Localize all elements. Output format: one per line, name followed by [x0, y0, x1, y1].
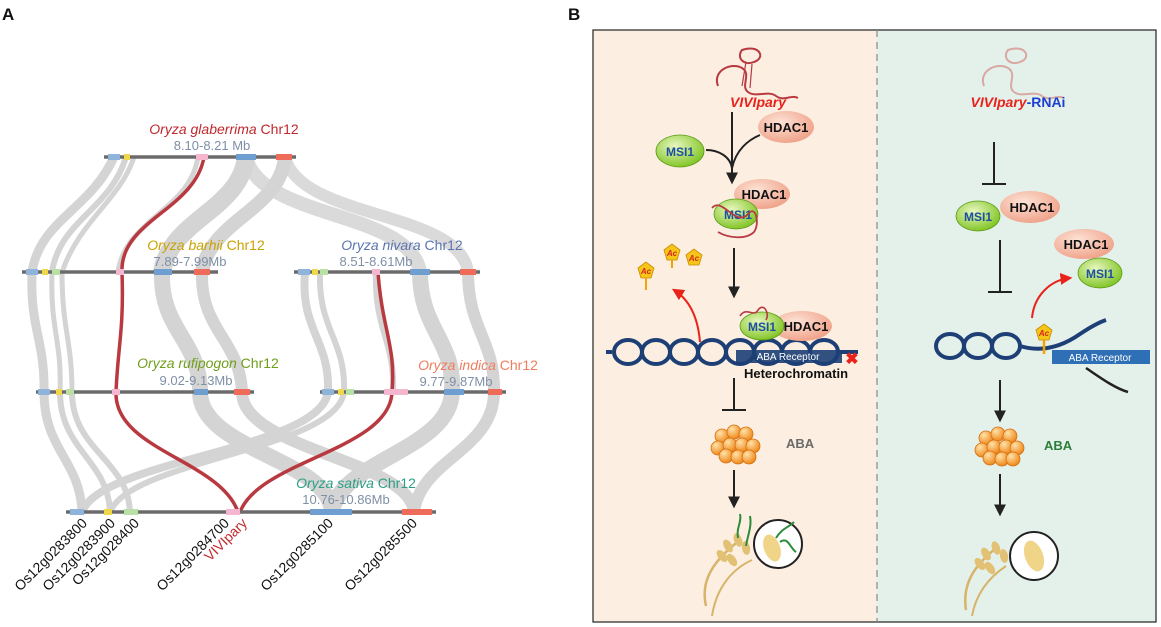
left-panel-bg — [593, 30, 877, 622]
panel-b-label: B — [568, 5, 580, 24]
barthii-range: 7.89-7.99Mb — [154, 254, 227, 269]
gene-labels: Os12g0283800 Os12g0283900 Os12g028400 Os… — [11, 515, 420, 594]
vivipary-synteny-path — [114, 156, 395, 513]
glaberrima-label: Oryza glaberrima Chr12 — [149, 121, 299, 137]
nivara-label: Oryza nivara Chr12 — [341, 237, 463, 253]
hdac1-label: HDAC1 — [784, 319, 829, 334]
hdac1-label: HDAC1 — [1010, 200, 1055, 215]
rufipogon-range: 9.02-9.13Mb — [160, 373, 233, 388]
msi1-protein — [955, 200, 1001, 232]
lncrna-bound-icon — [711, 204, 758, 239]
acetyl-group-icon: Ac — [1035, 323, 1053, 354]
vivipary-rnai-label: VIVIpary-RNAi — [971, 94, 1066, 110]
msi1-label: MSI1 — [748, 320, 776, 334]
panel-b-frame — [592, 29, 1157, 623]
rice-dormant-icon — [964, 531, 1059, 617]
hdac1-label: HDAC1 — [764, 120, 809, 135]
gene-label: Os12g0285500 — [341, 515, 420, 594]
msi1-label: MSI1 — [964, 210, 992, 224]
msi1-label: MSI1 — [724, 208, 752, 222]
hdac1-protein — [772, 311, 832, 341]
indica-range: 9.77-9.87Mb — [420, 374, 493, 389]
panel-b: B VIVIpary HDAC1 MSI1 HDAC1 MS — [568, 5, 1157, 623]
panel-a: A — [2, 5, 538, 594]
join-curve — [705, 149, 733, 169]
rufipogon-label: Oryza rufipogon Chr12 — [137, 355, 279, 371]
release-arrow — [671, 288, 701, 343]
glaberrima-range: 8.10-8.21 Mb — [174, 138, 251, 153]
nivara-range: 8.51-8.61Mb — [340, 254, 413, 269]
lncrna-icon — [981, 47, 1065, 100]
left-pathway: VIVIpary HDAC1 MSI1 HDAC1 MSI1 Ac — [606, 47, 859, 617]
hdac1-label: HDAC1 — [1064, 237, 1109, 252]
hdac1-protein — [1000, 191, 1060, 223]
rice-vivipary-icon — [703, 513, 803, 617]
chromosome-bars — [22, 154, 506, 515]
aba-label: ABA — [786, 436, 815, 451]
repressed-x-icon: ✖ — [845, 351, 858, 368]
acetyl-group-icon: Ac — [663, 243, 681, 268]
right-pathway: VIVIpary-RNAi HDAC1 MSI1 HDAC1 MSI1 — [934, 47, 1150, 617]
msi1-protein — [655, 134, 705, 168]
svg-text:Ac: Ac — [666, 249, 678, 258]
vivipary-rna-label: VIVIpary — [730, 94, 787, 110]
hdac1-label: HDAC1 — [742, 187, 787, 202]
msi1-label: MSI1 — [666, 145, 694, 159]
hdac1-protein — [758, 111, 814, 143]
msi1-protein — [1077, 257, 1123, 289]
lncrna-bound-icon — [739, 306, 769, 321]
receptor-label: ABA Receptor — [1069, 353, 1132, 364]
panel-a-label: A — [2, 5, 14, 24]
acetyl-group-icon: Ac — [637, 261, 655, 290]
acetyl-group-icon: Ac — [685, 248, 703, 266]
heterochromatin-label: Heterochromatin — [744, 366, 848, 381]
chromatin-coil — [934, 318, 1107, 360]
aba-receptor-gene — [1052, 350, 1150, 364]
sativa-label: Oryza sativa Chr12 — [296, 475, 416, 491]
hdac1-protein — [1054, 229, 1114, 259]
msi1-protein — [739, 311, 785, 341]
msi1-protein — [713, 198, 759, 230]
svg-text:Ac: Ac — [688, 254, 700, 263]
lncrna-icon — [715, 47, 799, 100]
svg-text:Ac: Ac — [1038, 329, 1050, 338]
gene-label: Os12g0285100 — [257, 515, 336, 594]
species-labels: Oryza glaberrima Chr12 8.10-8.21 Mb Oryz… — [137, 121, 538, 507]
barthii-label: Oryza barhii Chr12 — [147, 237, 265, 253]
svg-text:Ac: Ac — [640, 267, 652, 276]
right-panel-bg — [877, 30, 1156, 622]
aba-label: ABA — [1044, 438, 1073, 453]
sativa-range: 10.76-10.86Mb — [302, 492, 389, 507]
join-curve — [731, 134, 761, 169]
indica-label: Oryza indica Chr12 — [418, 357, 538, 373]
receptor-label: ABA Receptor — [757, 352, 820, 363]
release-arrow — [1031, 272, 1073, 319]
transcript-icon — [1085, 366, 1129, 394]
msi1-label: MSI1 — [1086, 267, 1114, 281]
aba-receptor-gene — [736, 350, 842, 363]
synteny-ribbons — [27, 154, 501, 515]
